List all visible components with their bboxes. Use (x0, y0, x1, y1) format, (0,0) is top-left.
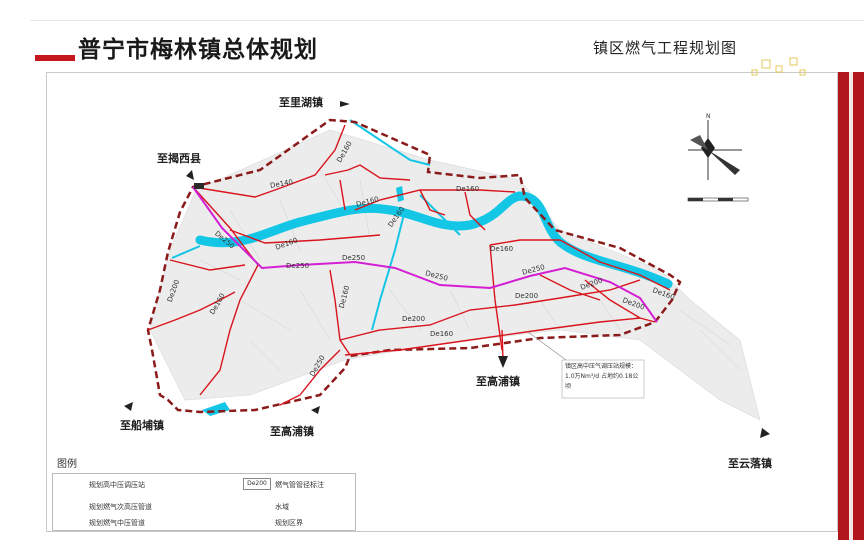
header-rule (30, 20, 864, 21)
pipe-label: De250 (286, 262, 310, 270)
svg-text:N: N (706, 113, 711, 120)
dest-chuanbu-label: 至船埔镇 (120, 419, 164, 432)
water-bodies (171, 119, 673, 416)
station-note-leader (527, 331, 567, 361)
page-title: 普宁市梅林镇总体规划 (78, 37, 318, 63)
legend: 规划高中压调压站 规划燃气次高压管道 规划燃气中压管道 De200 燃气管管径标… (52, 473, 356, 531)
map-subtitle: 镇区燃气工程规划图 (593, 39, 738, 57)
legend-title: 图例 (57, 459, 77, 470)
subtitle-decor (751, 57, 806, 76)
pipe-label: De160 (430, 330, 454, 338)
legend-station: 规划高中压调压站 (89, 481, 145, 489)
pipe-label: De160 (456, 185, 480, 193)
dest-yunluo-label: 至云落镇 (728, 457, 772, 470)
legend-dim-sample: De200 (243, 478, 271, 490)
station-note: 镇区高中压气调压站规模：1.0万Nm³/d 占地约0.18公顷 (565, 363, 639, 390)
scale-bar (687, 197, 749, 202)
side-decor-stripe (849, 72, 853, 540)
pipe-label: De200 (402, 315, 426, 323)
pipe-label: De250 (342, 254, 366, 262)
gaopu-center-arrow (498, 329, 508, 368)
dest-jiexi-label: 至揭西县 (157, 152, 201, 165)
jiexi-arrow-icon (186, 170, 194, 180)
pond-south (202, 402, 230, 416)
header-accent-bar (35, 55, 75, 61)
legend-secondary-main: 规划燃气次高压管道 (89, 503, 152, 511)
north-arrow-icon: N (688, 113, 742, 180)
gaopu-south-arrow-icon (311, 406, 320, 414)
stream-center (371, 209, 406, 331)
yunluo-arrow-icon (760, 428, 770, 438)
dest-lihu-label: 至里湖镇 (279, 96, 323, 109)
planning-boundary (146, 118, 682, 414)
dest-gaopu-south-label: 至高浦镇 (270, 425, 314, 438)
lihu-arrow-icon (340, 101, 350, 107)
station-note-box (561, 359, 645, 399)
stream-north (349, 119, 431, 166)
middle-pressure-pipes (147, 124, 671, 406)
legend-pipe-dim: 燃气管管径标注 (275, 481, 324, 489)
chuanbu-arrow-icon (124, 402, 133, 411)
main-river (195, 191, 673, 289)
legend-middle-pipe: 规划燃气中压管道 (89, 519, 145, 527)
legend-boundary: 规划区界 (275, 519, 303, 527)
pond-north (396, 186, 404, 202)
pipe-label: De160 (490, 245, 514, 253)
stream-ne (419, 194, 461, 236)
dest-gaopu-center-label: 至高浦镇 (476, 375, 520, 388)
regulator-station-marker (194, 183, 204, 189)
pipe-label: De200 (515, 292, 539, 300)
legend-water: 水域 (275, 503, 289, 511)
secondary-high-pressure-main (192, 186, 658, 323)
stream-west (171, 245, 201, 259)
